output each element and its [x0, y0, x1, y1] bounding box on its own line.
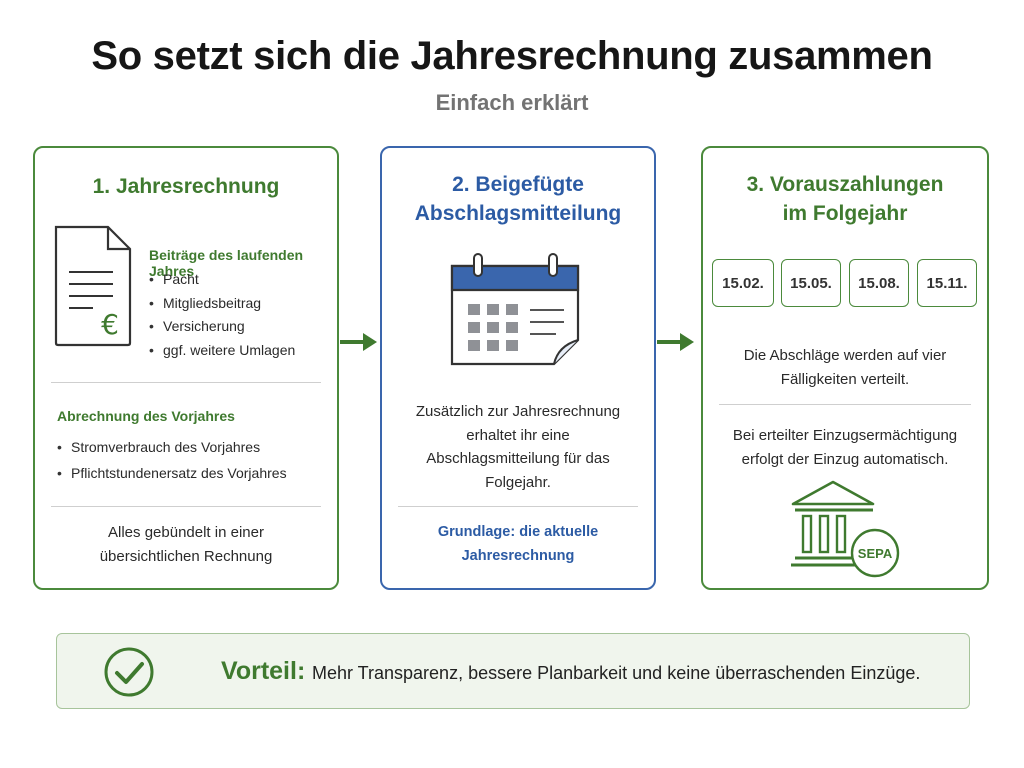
body-line: Folgejahr.	[485, 473, 551, 491]
sepa-badge-text: SEPA	[858, 546, 893, 561]
explanation-line: Fälligkeiten verteilt.	[780, 370, 910, 388]
card-title: 3. Vorauszahlungen im Folgejahr	[703, 170, 987, 228]
list-item: Pacht	[149, 268, 295, 292]
divider	[719, 404, 971, 405]
card-title: 2. Beigefügte Abschlagsmitteilung	[382, 170, 654, 228]
card-title-line: im Folgejahr	[782, 202, 908, 225]
body-line: Abschlagsmitteilung für das	[426, 450, 610, 467]
card-annual-invoice: 1. Jahresrechnung € Beiträge des laufend…	[33, 146, 339, 590]
euro-symbol: €	[101, 308, 119, 341]
document-euro-icon: €	[54, 225, 132, 347]
card-summary: Alles gebündelt in einer übersichtlichen…	[35, 521, 337, 568]
body-line: Zusätzlich zur Jahresrechnung	[415, 403, 621, 420]
card-body: Zusätzlich zur Jahresrechnung erhaltet i…	[382, 400, 654, 494]
list-item: Stromverbrauch des Vorjahres	[57, 434, 287, 460]
advantage-text: Mehr Transparenz, bessere Planbarkeit un…	[312, 663, 921, 683]
sepa-explanation: Bei erteilter Einzugsermächtigung erfolg…	[703, 424, 987, 471]
card-prepayments: 3. Vorauszahlungen im Folgejahr Die Absc…	[701, 146, 989, 590]
due-date-3: 15.08.	[849, 259, 909, 307]
advantage-label: Vorteil:	[221, 657, 306, 685]
current-year-list: Pacht Mitgliedsbeitrag Versicherung ggf.…	[149, 268, 295, 362]
previous-year-list: Stromverbrauch des Vorjahres Pflichtstun…	[57, 434, 287, 486]
advantage-banner: Vorteil: Mehr Transparenz, bessere Planb…	[56, 633, 970, 709]
due-date-2: 15.05.	[781, 259, 841, 307]
card-title-line: 3. Vorauszahlungen	[746, 173, 944, 196]
card-basis-note: Grundlage: die aktuelle Jahresrechnung	[382, 521, 654, 568]
dates-explanation: Die Abschläge werden auf vier Fälligkeit…	[703, 344, 987, 391]
bank-icon: SEPA	[791, 480, 900, 578]
divider	[51, 382, 321, 383]
arrow-right-icon	[340, 333, 377, 351]
card-installment-notice: 2. Beigefügte Abschlagsmitteilung Zusätz…	[380, 146, 656, 590]
previous-year-heading: Abrechnung des Vorjahres	[57, 408, 235, 424]
card-title-line: Abschlagsmitteilung	[414, 202, 622, 225]
basis-line: Jahresrechnung	[461, 547, 575, 564]
list-item: ggf. weitere Umlagen	[149, 339, 295, 363]
arrow-right-icon	[657, 333, 694, 351]
list-item: Mitgliedsbeitrag	[149, 292, 295, 316]
basis-line: Grundlage: die aktuelle	[437, 524, 599, 540]
explanation-line: Bei erteilter Einzugsermächtigung	[732, 427, 958, 444]
page-title: So setzt sich die Jahresrechnung zusamme…	[91, 34, 933, 78]
page-subtitle: Einfach erklärt	[435, 90, 589, 115]
summary-line: übersichtlichen Rechnung	[99, 547, 273, 565]
list-item: Versicherung	[149, 315, 295, 339]
divider	[51, 506, 321, 507]
due-date-1: 15.02.	[712, 259, 774, 307]
checkmark-circle-icon	[104, 647, 154, 697]
card-title: 1. Jahresrechnung	[92, 175, 280, 198]
calendar-icon	[450, 253, 580, 366]
divider	[398, 506, 638, 507]
due-date-4: 15.11.	[917, 259, 977, 307]
card-title-line: 2. Beigefügte	[452, 173, 584, 196]
explanation-line: erfolgt der Einzug automatisch.	[741, 450, 949, 468]
summary-line: Alles gebündelt in einer	[108, 524, 264, 541]
list-item: Pflichtstundenersatz des Vorjahres	[57, 460, 287, 486]
body-line: erhaltet ihr eine	[466, 426, 570, 444]
explanation-line: Die Abschläge werden auf vier	[743, 347, 947, 364]
